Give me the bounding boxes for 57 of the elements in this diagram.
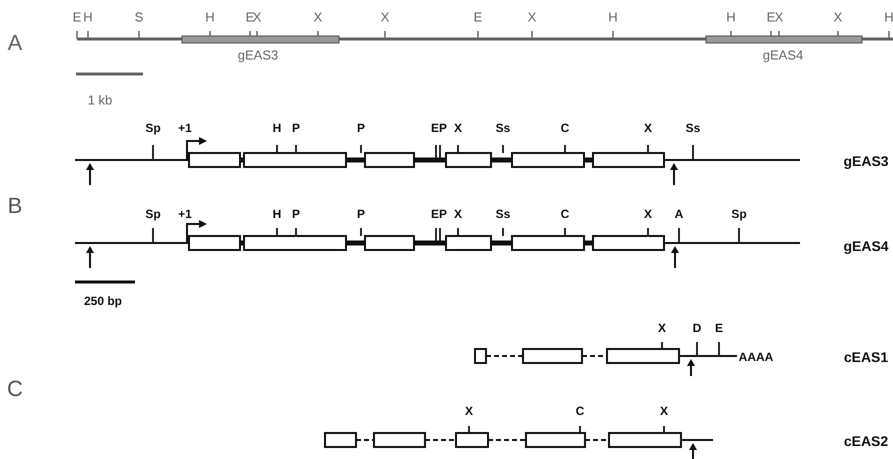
panel-letter: B (8, 195, 22, 217)
restriction-site-label: X (454, 208, 462, 220)
restriction-site-label: P (357, 122, 365, 134)
restriction-site-label: X (380, 10, 390, 24)
restriction-site-label: H (608, 10, 618, 24)
start-site-label: +1 (178, 122, 192, 134)
restriction-site-label: P (292, 122, 300, 134)
restriction-site-label: C (576, 405, 584, 417)
start-site-label: +1 (178, 208, 192, 220)
restriction-site-label: Ss (496, 208, 510, 220)
restriction-site-label: D (692, 322, 702, 334)
restriction-site-label: X (658, 322, 666, 334)
restriction-site-label: E (474, 10, 482, 24)
restriction-site-label: H (272, 122, 282, 134)
restriction-site-label: A (674, 208, 684, 220)
clone-name: cEAS2 (844, 434, 888, 448)
restriction-site-label: Ss (686, 122, 700, 134)
panel-letter: C (7, 378, 23, 400)
restriction-site-label: X (644, 208, 652, 220)
restriction-site-label: X (834, 10, 842, 24)
restriction-site-label: C (560, 208, 570, 220)
restriction-site-label: H (272, 208, 282, 220)
restriction-site-label: X (660, 405, 668, 417)
restriction-site-label: C (560, 122, 570, 134)
restriction-site-label: H (205, 10, 215, 24)
restriction-site-label: EP (431, 208, 447, 220)
map-label: gEAS3 (238, 48, 278, 62)
restriction-site-label: E (72, 10, 82, 24)
restriction-site-label: X (314, 10, 322, 24)
clone-name: gEAS4 (843, 239, 889, 253)
polya-tail-label: AAAA (738, 351, 774, 363)
restriction-site-label: E (246, 10, 254, 24)
restriction-site-label: P (292, 208, 300, 220)
restriction-site-label: Ss (496, 122, 510, 134)
restriction-site-label: E (766, 10, 776, 24)
restriction-site-label: Sp (731, 208, 747, 220)
scale-label: 250 bp (84, 295, 122, 307)
restriction-site-label: EP (431, 122, 447, 134)
restriction-site-label: Sp (145, 208, 161, 220)
restriction-site-label: P (357, 208, 365, 220)
restriction-site-label: H (884, 10, 893, 24)
clone-name: cEAS1 (844, 350, 888, 364)
restriction-site-label: X (644, 122, 652, 134)
restriction-site-label: X (252, 10, 262, 24)
restriction-site-label: H (726, 10, 736, 24)
restriction-site-label: X (465, 405, 473, 417)
restriction-site-label: X (774, 10, 784, 24)
restriction-site-label: E (715, 322, 723, 334)
restriction-site-label: X (454, 122, 462, 134)
restriction-site-label: S (134, 10, 144, 24)
panel-letter: A (8, 32, 22, 54)
restriction-site-label: H (83, 10, 93, 24)
map-label: 1 kb (88, 94, 112, 106)
map-label: gEAS4 (762, 48, 804, 62)
restriction-site-label: Sp (145, 122, 161, 134)
clone-name: gEAS3 (843, 154, 889, 168)
restriction-site-label: X (528, 10, 536, 24)
